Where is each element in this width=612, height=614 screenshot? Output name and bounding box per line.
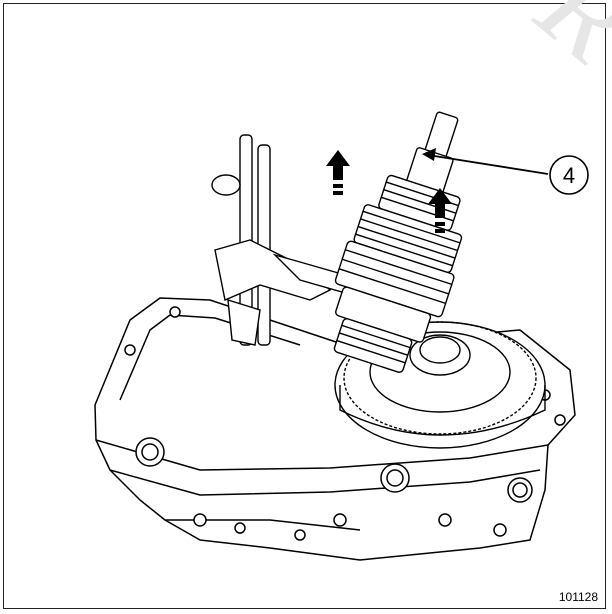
callout-number: 4 [563,163,575,188]
svg-text:R: R [514,0,612,87]
callout-leader [422,148,549,175]
housing-bolts [124,306,566,541]
primary-shaft-assembly [333,111,463,373]
watermark: R [514,0,612,87]
removal-arrows [326,150,452,233]
callout-4: 4 [549,155,589,195]
reference-code: 101128 [558,590,598,604]
